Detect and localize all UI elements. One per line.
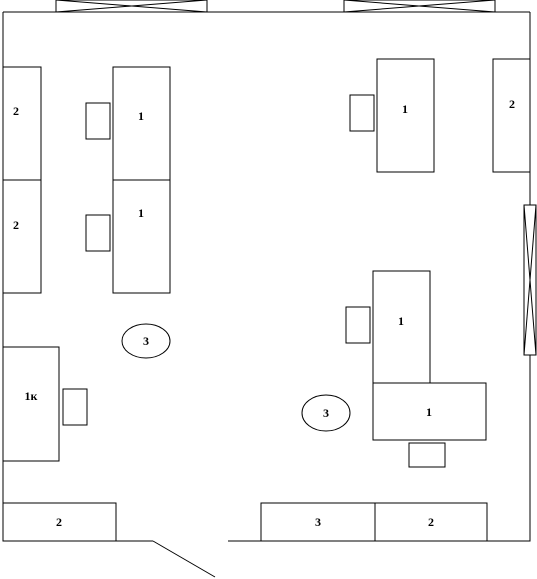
desk-right-low-label: 1 bbox=[426, 405, 432, 419]
desk-right-top-label: 1 bbox=[402, 102, 408, 116]
desk-1k bbox=[2, 346, 60, 462]
desk-left-mid bbox=[112, 179, 171, 294]
desk-right-top bbox=[376, 58, 435, 173]
cabinet-left-top-label: 2 bbox=[13, 104, 19, 118]
desk-1k-label: 1к bbox=[25, 389, 38, 403]
cabinet-bottom-left-label: 2 bbox=[56, 515, 62, 529]
desk-right-mid bbox=[372, 270, 431, 384]
round-item-right bbox=[301, 394, 351, 432]
round-item-right-label: 3 bbox=[323, 406, 329, 420]
cabinet-bottom-left bbox=[2, 502, 117, 542]
desk-left-mid-label: 1 bbox=[138, 206, 144, 220]
cabinet-bottom-right-a-label: 3 bbox=[315, 515, 321, 529]
window-top-left bbox=[55, 0, 208, 13]
desk-right-mid-label: 1 bbox=[398, 314, 404, 328]
desk-left-top bbox=[112, 66, 171, 181]
cabinet-left-top bbox=[2, 66, 42, 181]
window-top-right bbox=[343, 0, 496, 13]
window-right bbox=[523, 204, 537, 356]
chair-right-mid bbox=[345, 306, 371, 344]
desk-right-low bbox=[372, 382, 487, 441]
cabinet-right-top bbox=[492, 58, 531, 173]
cabinet-left-mid bbox=[2, 179, 42, 294]
chair-left-top bbox=[85, 102, 111, 140]
desk-left-top-label: 1 bbox=[138, 109, 144, 123]
cabinet-bottom-right-a bbox=[260, 502, 376, 542]
cabinet-bottom-right-b bbox=[374, 502, 488, 542]
round-item-left bbox=[121, 323, 171, 359]
chair-1k bbox=[62, 388, 88, 426]
door bbox=[152, 540, 216, 578]
cabinet-bottom-right-b-label: 2 bbox=[428, 515, 434, 529]
chair-right-low bbox=[408, 442, 446, 468]
chair-left-mid bbox=[85, 214, 111, 252]
cabinet-right-top-label: 2 bbox=[509, 97, 515, 111]
chair-right-top bbox=[349, 94, 375, 132]
round-item-left-label: 3 bbox=[143, 334, 149, 348]
cabinet-left-mid-label: 2 bbox=[13, 218, 19, 232]
